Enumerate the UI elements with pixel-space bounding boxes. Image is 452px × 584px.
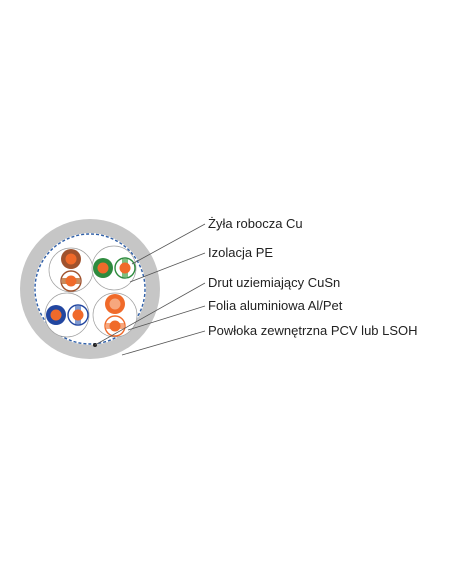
label-foil: Folia aluminiowa Al/Pet	[208, 298, 343, 313]
green-conductor	[97, 262, 109, 274]
leader-line-conductor	[131, 223, 206, 265]
shield-dashed-line	[34, 233, 146, 345]
blue-conductor	[50, 309, 62, 321]
leader-line-drain-wire	[94, 282, 206, 346]
leader-line-insulation	[129, 252, 206, 283]
white-brown-conductor	[65, 275, 77, 287]
pair-boundary	[92, 292, 138, 338]
orange-pair	[92, 292, 138, 338]
white-blue-conductor	[72, 309, 84, 321]
label-conductor: Żyła robocza Cu	[208, 216, 303, 231]
green-pair	[91, 245, 137, 291]
leader-line-foil	[127, 305, 206, 331]
brown-pair	[48, 247, 94, 293]
label-insulation: Izolacja PE	[208, 245, 274, 260]
label-drain-wire: Drut uziemiający CuSn	[208, 275, 341, 290]
pair-boundary	[91, 245, 137, 291]
orange-conductor	[109, 298, 121, 310]
pair-boundary	[44, 292, 90, 338]
brown-conductor	[65, 253, 77, 265]
white-orange-conductor	[109, 320, 121, 332]
leader-line-jacket	[121, 330, 206, 356]
white-green-conductor	[119, 262, 131, 274]
label-jacket: Powłoka zewnętrzna PCV lub LSOH	[208, 323, 418, 338]
blue-pair	[44, 292, 90, 338]
